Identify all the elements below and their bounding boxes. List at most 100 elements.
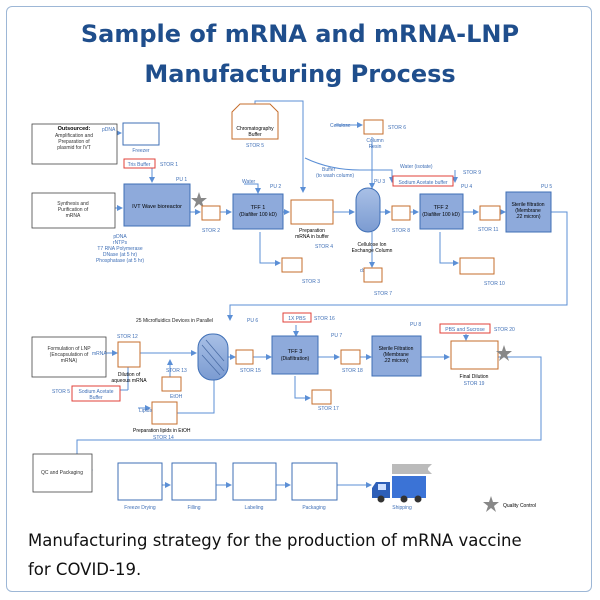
sterile-filtration-2	[371, 335, 422, 377]
sodium-acetate-label: Sodium Acetate buffer	[398, 180, 447, 186]
reagent-5: Phosphatase (at 5 hr)	[96, 258, 144, 264]
packaging-label: Packaging	[302, 505, 326, 511]
synthesis-2: Purification of	[58, 207, 89, 213]
prep-mrna-1: Preparation	[299, 228, 325, 234]
water-iso-label: Water (isotate)	[400, 164, 433, 170]
freezer-box	[122, 122, 160, 146]
microfluidics-label: 25 Microfluidics Devices in Parallel	[136, 318, 213, 324]
pu5-label: PU 5	[541, 184, 552, 190]
stor10-label: STOR 10	[484, 281, 505, 287]
reagent-3: T7 RNA Polymerase	[97, 246, 143, 252]
stor5-label: STOR 5	[246, 143, 264, 149]
stor10-box	[459, 257, 495, 275]
stor15-label: STOR 15	[240, 368, 261, 374]
stor14-label: STOR 14	[153, 435, 174, 441]
tris-buffer-box	[123, 158, 156, 169]
tff1-sub: (Diafilter 100 kD)	[239, 212, 277, 218]
dilution-box	[117, 341, 141, 368]
buffer-wash-1: Buffer	[322, 167, 336, 173]
tff2-title: TFF 2	[434, 205, 449, 211]
stor3-label: STOR 3	[302, 279, 320, 285]
lipids-label: Lipids	[139, 408, 153, 414]
figure-frame	[6, 6, 592, 592]
stor6-box	[363, 119, 384, 135]
stor8-label: STOR 8	[392, 228, 410, 234]
pbs-1x-box	[282, 312, 312, 323]
dilution-1: Dilution of	[118, 372, 141, 378]
stor13-label: STOR 13	[166, 368, 187, 374]
pbs-sucrose-label: PBS and Sucrose	[445, 327, 485, 333]
reagent-2: rNTPs	[113, 240, 128, 246]
outsourced-desc-2: Preparation of	[58, 139, 90, 145]
stor2-label: STOR 2	[202, 228, 220, 234]
outsourced-label: Outsourced:	[58, 126, 91, 132]
chrom-2: Buffer	[248, 132, 262, 138]
sodium-acetate2-2: Buffer	[89, 395, 103, 401]
sodium-acetate2-1: Sodium Acetate	[78, 389, 113, 395]
tff3-vessel	[271, 335, 319, 375]
star-icon	[483, 496, 499, 512]
formulation-1: Formulation of LNP	[47, 346, 91, 352]
stor9-label: STOR 9	[463, 170, 481, 176]
tff1-title: TFF 1	[251, 205, 266, 211]
stor17-label: STOR 17	[318, 406, 339, 412]
prep-mrna-box	[290, 199, 334, 225]
caption-line-1: Manufacturing strategy for the productio…	[28, 531, 522, 550]
pu7-label: PU 7	[331, 333, 342, 339]
tff3-title: TFF 3	[288, 349, 303, 355]
final-dilution-label: Final Dilution	[460, 374, 489, 380]
ivt-bioreactor	[123, 183, 191, 227]
outsourced-box	[31, 123, 118, 165]
column-label-2: Exchange Column	[352, 248, 393, 254]
caption-line-2: for COVID-19.	[28, 560, 142, 579]
lipid-prep-box	[151, 401, 178, 425]
sterile2-3: .22 micron)	[383, 358, 408, 364]
reagent-1: pDNA	[113, 234, 127, 240]
etoh-label: EtOH	[170, 394, 183, 400]
microfluidics-device	[197, 333, 229, 381]
tff1-vessel	[232, 193, 284, 230]
title-line-2: Manufacturing Process	[144, 60, 456, 88]
packaging-box	[291, 462, 338, 501]
stor5b-label: STOR 5	[52, 389, 70, 395]
stor20-label: STOR 20	[494, 327, 515, 333]
mrna-label: mRNA	[92, 351, 107, 357]
stor11-label: STOR 11	[478, 227, 499, 233]
sterile1-2: (Membrane	[515, 208, 541, 214]
column-2: Resin	[369, 144, 382, 150]
synthesis-3: mRNA	[66, 213, 81, 219]
ion-exchange-column	[355, 187, 381, 233]
outsourced-desc-3: plasmid for IVT	[57, 145, 91, 151]
sterile1-1: Sterile filtration	[511, 202, 544, 208]
stor7-box	[363, 267, 383, 283]
buffer-wash-2: (to wash column)	[316, 173, 354, 179]
freeze-drying-box	[117, 462, 163, 501]
pu1-label: PU 1	[176, 177, 187, 183]
pu3-label: PU 3	[374, 179, 385, 185]
title-line-1: Sample of mRNA and mRNA-LNP	[80, 20, 520, 48]
column-label-1: Cellulose Ion	[358, 242, 387, 248]
labeling-box	[232, 462, 277, 501]
filling-box	[171, 462, 217, 501]
sterile-filtration-1	[505, 191, 552, 233]
final-dilution-box	[450, 340, 499, 370]
qc-label: QC and Packaging	[41, 470, 83, 476]
stor18-box	[340, 349, 361, 365]
tff2-sub: (Diafilter 100 kD)	[422, 212, 460, 218]
pbs-1x-label: 1X PBS	[288, 316, 306, 322]
formulation-box	[31, 336, 107, 378]
formulation-3: mRNA)	[61, 358, 78, 364]
formulation-2: (Encapsulation of	[50, 352, 89, 358]
stor1-label: STOR 1	[160, 162, 178, 168]
pdna-label: pDNA	[102, 127, 116, 133]
synthesis-box	[31, 192, 116, 229]
shipping-label: Shipping	[392, 505, 412, 511]
prep-lipids-label: Preparation lipids in EtOH	[133, 428, 191, 434]
star-icon	[496, 345, 512, 361]
stor12-label: STOR 12	[117, 334, 138, 340]
quality-control-label: Quality Control	[503, 503, 536, 509]
stor19-label: STOR 19	[464, 381, 485, 387]
stor11-box	[479, 205, 501, 221]
stor7-label: STOR 7	[374, 291, 392, 297]
sterile2-1: Sterile Filtration	[379, 346, 414, 352]
